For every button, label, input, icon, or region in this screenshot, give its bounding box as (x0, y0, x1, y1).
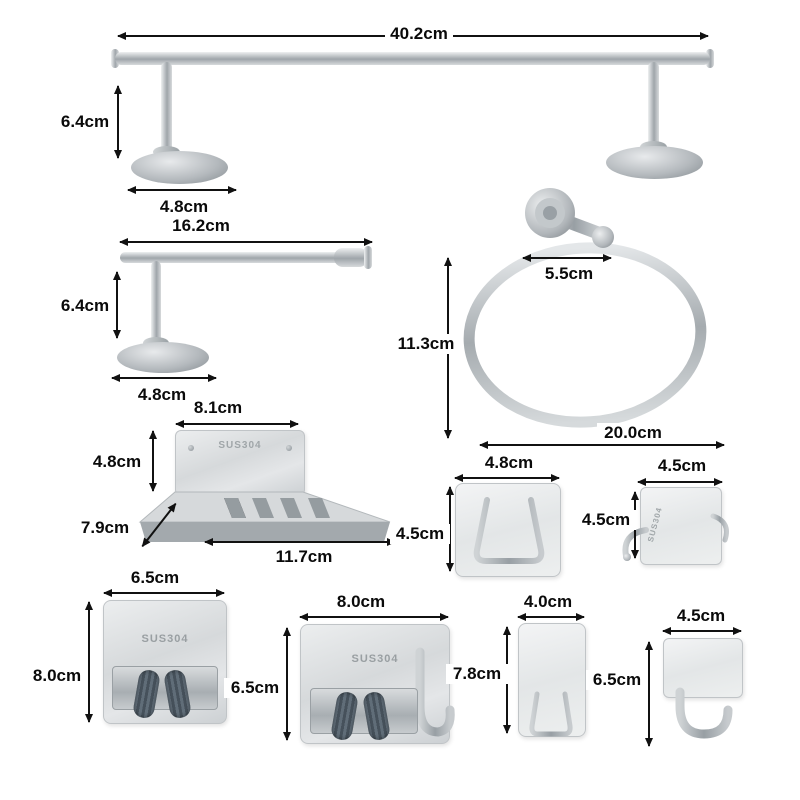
razor-hook-width-label: 4.5cm (670, 606, 732, 626)
towel-bar-width-label: 40.2cm (385, 24, 453, 44)
narrow-hook-wire (529, 691, 573, 737)
corner-hook-height-label: 4.5cm (576, 510, 636, 530)
towel-ring-mount-label: 5.5cm (539, 264, 599, 284)
towel-bar-rail (115, 52, 710, 65)
narrow-hook-plate (518, 623, 586, 737)
soap-dish-tray (138, 491, 391, 542)
mop-holder-2-width-label: 8.0cm (330, 592, 392, 612)
mop-holder-2-hook (415, 647, 455, 737)
razor-hook-curve (675, 687, 733, 739)
razor-hook-height-line (645, 641, 653, 747)
soap-dish-top-line (175, 420, 299, 428)
mop-holder-2-height-line (283, 627, 291, 741)
towel-bar-post-right (648, 62, 659, 150)
corner-hook-right-hook (710, 513, 729, 543)
towel-ring-graphic (463, 188, 707, 428)
razor-hook-plate (663, 638, 743, 698)
paper-holder-endcap (364, 246, 372, 269)
soap-dish-screw-right (286, 445, 292, 451)
towel-bar-base-label: 4.8cm (152, 197, 216, 217)
towel-ring-width-line (479, 441, 725, 449)
towel-bar-base-left (131, 151, 228, 184)
paper-holder-base (117, 342, 209, 373)
mop-holder-1-width-line (103, 589, 225, 597)
soap-dish-width-label: 11.7cm (270, 547, 338, 567)
soap-dish-height-label: 4.8cm (86, 452, 148, 472)
towel-bar-base-line (127, 186, 237, 194)
narrow-hook-width-line (517, 613, 585, 621)
mop-holder-2-height-label: 6.5cm (224, 678, 286, 698)
soap-dish-brand: SUS304 (218, 440, 262, 451)
soap-dish-top-label: 8.1cm (186, 398, 250, 418)
paper-holder-width-label: 16.2cm (164, 216, 238, 236)
narrow-hook-height-label: 7.8cm (446, 664, 508, 684)
towel-ring-mount-line (522, 254, 612, 262)
paper-holder-base-label: 4.8cm (130, 385, 194, 405)
wire-hook-width-label: 4.8cm (478, 453, 540, 473)
paper-holder-height-line (113, 271, 121, 339)
razor-hook-width-line (662, 627, 742, 635)
wire-hook-height-line (446, 486, 454, 572)
paper-holder-width-line (119, 238, 373, 246)
towel-bar-base-right (606, 146, 703, 179)
mop-holder-1-height-line (85, 601, 93, 723)
mop-holder-1-width-label: 6.5cm (124, 568, 186, 588)
mop-holder-2-brand: SUS304 (351, 653, 399, 665)
towel-bar-post-left (161, 62, 172, 154)
paper-holder-roller (334, 248, 368, 267)
towel-bar-endcap-right (706, 49, 714, 68)
paper-holder-rail (120, 252, 368, 263)
towel-bar-height-line (114, 85, 122, 159)
towel-ring-width-label: 20.0cm (597, 423, 669, 443)
soap-dish-screw-left (188, 445, 194, 451)
towel-ring-height-label: 11.3cm (392, 334, 460, 354)
narrow-hook-width-label: 4.0cm (518, 592, 578, 612)
corner-hook-width-label: 4.5cm (652, 456, 712, 476)
wire-hook-height-label: 4.5cm (390, 524, 450, 544)
paper-holder-base-line (111, 374, 217, 382)
soap-dish-width-line (204, 538, 396, 546)
corner-hook-left-hook (622, 527, 649, 561)
towel-bar-height-label: 6.4cm (54, 112, 116, 132)
soap-dish-depth-label: 7.9cm (74, 518, 136, 538)
mop-holder-2-width-line (299, 613, 449, 621)
wire-hook-width-line (454, 474, 560, 482)
soap-dish-height-line (149, 430, 157, 492)
paper-holder-post (151, 261, 161, 345)
corner-hook-width-line (637, 478, 723, 486)
razor-hook-height-label: 6.5cm (586, 670, 648, 690)
mop-holder-1-brand: SUS304 (141, 633, 189, 645)
mop-holder-1-height-label: 8.0cm (26, 666, 88, 686)
paper-holder-height-label: 6.4cm (54, 296, 116, 316)
wire-hook-wire (473, 497, 545, 564)
soap-dish-plate: SUS304 (175, 430, 305, 496)
corner-hook-plate: SUS304 (640, 487, 722, 565)
